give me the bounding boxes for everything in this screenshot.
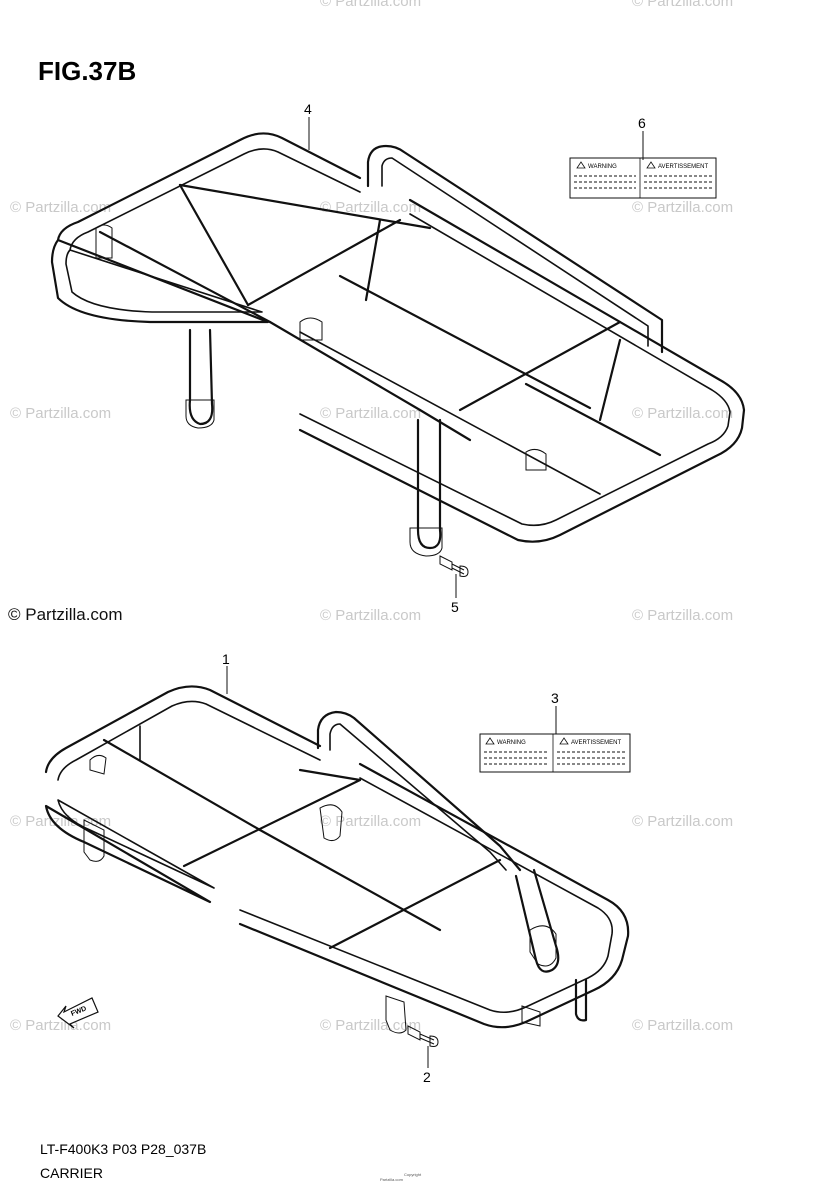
callout-2[interactable]: 2 [423, 1069, 431, 1085]
watermark-text: © Partzilla.com [10, 813, 111, 830]
watermark-text: © Partzilla.com [10, 405, 111, 422]
watermark-text: © Partzilla.com [632, 199, 733, 216]
watermark-text: © Partzilla.com [320, 607, 421, 624]
warning-triangle-icon [576, 161, 586, 169]
watermark-text: © Partzilla.com [320, 199, 421, 216]
copyright-line: Partzilla.com [380, 1177, 404, 1182]
warning-label-head-right: AVERTISSEMENT [571, 740, 621, 746]
watermark-text: © Partzilla.com [10, 1017, 111, 1034]
watermark-text: © Partzilla.com [632, 1017, 733, 1034]
callout-5[interactable]: 5 [451, 599, 459, 615]
forward-arrow-icon [57, 997, 99, 1029]
warning-label-head-left: WARNING [497, 740, 526, 746]
copyright-line: Copyright [404, 1172, 422, 1177]
carrier-lower-drawing [44, 685, 630, 1047]
watermark-text: © Partzilla.com [632, 607, 733, 624]
watermark-main: © Partzilla.com [8, 605, 123, 624]
watermark-text: © Partzilla.com [320, 813, 421, 830]
callout-6[interactable]: 6 [638, 115, 646, 131]
watermark-text: © Partzilla.com [632, 0, 733, 10]
fwd-arrow: FWD [57, 997, 99, 1029]
watermark-layer: © Partzilla.com © Partzilla.com © Partzi… [10, 0, 733, 1034]
warning-label-6: WARNING AVERTISSEMENT [569, 157, 717, 199]
bolt-5-icon [439, 555, 469, 577]
warning-triangle-icon [646, 161, 656, 169]
model-code: LT-F400K3 P03 P28_037B [40, 1141, 206, 1157]
watermark-text: © Partzilla.com [320, 405, 421, 422]
watermark-text: © Partzilla.com [632, 405, 733, 422]
watermark-text: © Partzilla.com [10, 199, 111, 216]
warning-label-3: WARNING AVERTISSEMENT [479, 733, 631, 773]
carrier-upper-drawing [50, 132, 746, 577]
warning-label-head-left: WARNING [588, 164, 617, 170]
watermark-text: © Partzilla.com [632, 813, 733, 830]
callout-4[interactable]: 4 [304, 101, 312, 117]
watermark-text: © Partzilla.com [320, 0, 421, 10]
callout-3[interactable]: 3 [551, 690, 559, 706]
section-name: CARRIER [40, 1165, 103, 1181]
bolt-2-icon [407, 1025, 439, 1047]
watermark-text: © Partzilla.com [320, 1017, 421, 1034]
callout-1[interactable]: 1 [222, 651, 230, 667]
figure-title: FIG.37B [38, 56, 136, 86]
warning-triangle-icon [559, 737, 569, 745]
warning-triangle-icon [485, 737, 495, 745]
warning-label-head-right: AVERTISSEMENT [658, 164, 708, 170]
